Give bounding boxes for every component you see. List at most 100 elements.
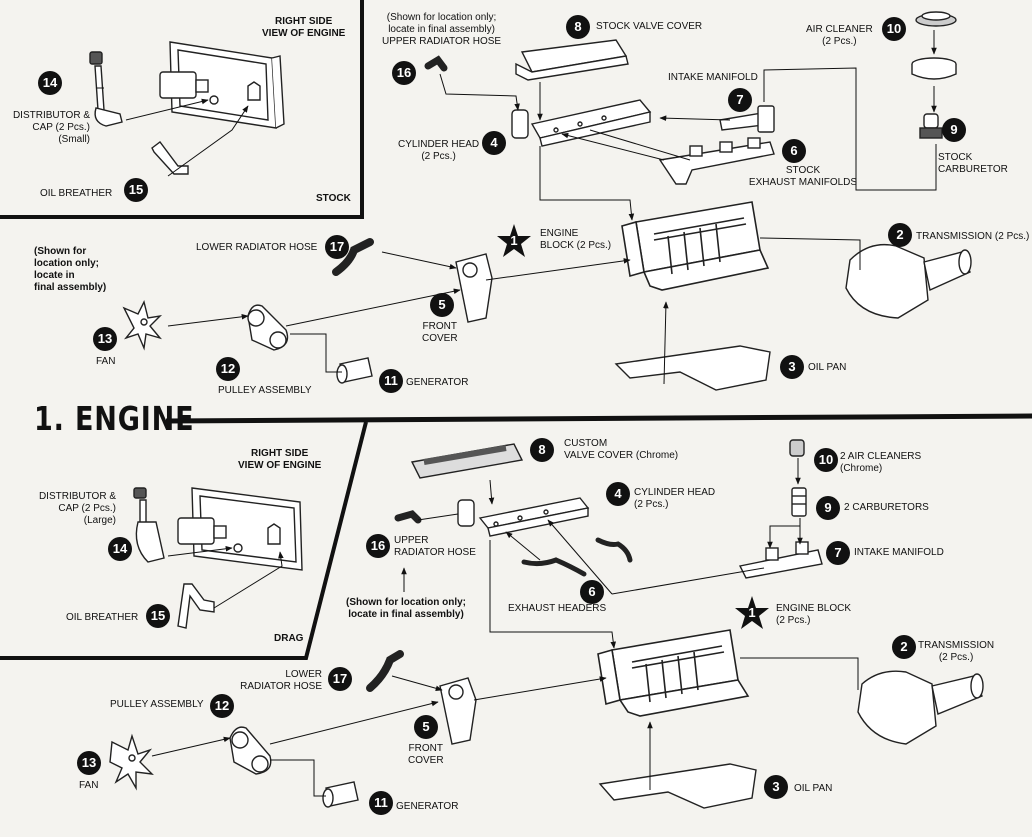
stock-valve-cover-part [515, 39, 629, 81]
stock-oil-pan-part [614, 345, 771, 391]
drag-upper-hose-part [394, 510, 422, 524]
drag-label-pulley: PULLEY ASSEMBLY [110, 699, 204, 710]
stock-inset-frame [0, 0, 364, 219]
stock-label-valve-cover: STOCK VALVE COVER [596, 21, 703, 32]
drag-pulley-part [229, 726, 272, 775]
stock-label-generator: GENERATOR [406, 377, 469, 388]
drag-callout-4: 4 [606, 482, 630, 506]
drag-distributor-part [133, 487, 165, 563]
stock-pulley-part [247, 304, 289, 351]
drag-oil-pan-part [598, 763, 757, 809]
drag-intake-manifold-part [738, 541, 823, 579]
drag-label-intake-manifold: INTAKE MANIFOLD [854, 547, 944, 558]
stock-air-cleaner-part [911, 11, 957, 80]
drag-label-lower-hose: LOWER RADIATOR HOSE [240, 669, 322, 692]
drag-front-cover-part [439, 677, 477, 745]
stock-location-note: (Shown for location only; locate in fina… [34, 246, 107, 293]
stock-lower-hose-part [332, 238, 374, 276]
stock-label-engine-block: ENGINE BLOCK (2 Pcs.) [540, 228, 612, 251]
stock-carburetor-part [919, 113, 943, 139]
stock-callout-1: 1 [510, 233, 518, 248]
drag-engine-block-part [597, 629, 750, 717]
drag-carburetors-part [791, 487, 807, 517]
drag-callout-8: 8 [530, 438, 554, 462]
drag-location-note: (Shown for location only; locate in fina… [346, 597, 466, 620]
drag-leader-lines [151, 458, 859, 797]
stock-label-oil-pan: OIL PAN [808, 362, 847, 373]
stock-oil-breather-part [151, 141, 189, 175]
stock-label-front-cover: FRONT COVER [422, 321, 458, 344]
drag-inset-frame [0, 421, 368, 660]
stock-callout-8: 8 [566, 15, 590, 39]
stock-label-lower-hose: LOWER RADIATOR HOSE [196, 242, 318, 253]
drag-callout-10: 10 [814, 448, 838, 472]
drag-label-upper-hose: UPPER RADIATOR HOSE [394, 535, 476, 558]
drag-fan-part [109, 733, 154, 791]
stock-callout-17: 17 [325, 235, 349, 259]
drag-callout-6: 6 [580, 580, 604, 604]
drag-callout-11: 11 [369, 791, 393, 815]
drag-inset-title: RIGHT SIDE VIEW OF ENGINE [238, 448, 322, 471]
drag-callout-5: 5 [414, 715, 438, 739]
stock-callout-4: 4 [482, 131, 506, 155]
drag-oil-breather-part [177, 583, 215, 629]
drag-inset-engine-illustration [177, 487, 303, 571]
stock-inset-name: STOCK [316, 193, 351, 204]
drag-exhaust-headers-part [521, 537, 633, 577]
stock-callout-16: 16 [392, 61, 416, 85]
drag-lower-hose-part [366, 650, 404, 692]
stock-label-distributor: DISTRIBUTOR & CAP (2 Pcs.) (Small) [12, 110, 90, 145]
stock-generator-part [336, 357, 373, 384]
stock-callout-11: 11 [379, 369, 403, 393]
stock-callout-6: 6 [782, 139, 806, 163]
stock-callout-3: 3 [780, 355, 804, 379]
drag-callout-12: 12 [210, 694, 234, 718]
drag-valve-cover-part [410, 443, 524, 479]
stock-upper-hose-part [424, 55, 448, 72]
stock-label-air-cleaner: AIR CLEANER (2 Pcs.) [806, 24, 873, 47]
drag-engine-block-star [735, 596, 769, 629]
drag-generator-part [322, 781, 359, 808]
drag-air-cleaners-part [789, 439, 805, 457]
section-title: 1. ENGINE [34, 399, 195, 438]
stock-engine-block-star [497, 224, 531, 257]
stock-label-transmission: TRANSMISSION (2 Pcs.) [916, 231, 1030, 242]
stock-leader-lines [96, 30, 937, 385]
drag-callout-14: 14 [108, 537, 132, 561]
drag-inset-name: DRAG [274, 633, 304, 644]
stock-label-cylinder-head: CYLINDER HEAD (2 Pcs.) [398, 139, 480, 162]
stock-engine-block-part [621, 201, 770, 291]
stock-distributor-part [89, 51, 123, 127]
stock-label-pulley: PULLEY ASSEMBLY [218, 385, 312, 396]
drag-label-carburetors: 2 CARBURETORS [844, 502, 929, 513]
drag-label-cylinder-head: CYLINDER HEAD (2 Pcs.) [634, 487, 716, 510]
stock-callout-12: 12 [216, 357, 240, 381]
drag-callout-3: 3 [764, 775, 788, 799]
stock-label-intake-manifold: INTAKE MANIFOLD [668, 72, 758, 83]
stock-callout-13: 13 [93, 327, 117, 351]
drag-cylinder-head-part [457, 497, 590, 537]
stock-label-carburetor: STOCK CARBURETOR [938, 152, 1008, 175]
drag-callout-1: 1 [748, 605, 756, 620]
drag-callout-17: 17 [328, 667, 352, 691]
stock-callout-2: 2 [888, 223, 912, 247]
stock-inset-title: RIGHT SIDE VIEW OF ENGINE [262, 16, 346, 39]
drag-label-transmission: TRANSMISSION (2 Pcs.) [918, 640, 995, 663]
drag-label-oil-pan: OIL PAN [794, 783, 833, 794]
drag-callout-9: 9 [816, 496, 840, 520]
stock-label-exhaust-manifolds: STOCK EXHAUST MANIFOLDS [748, 165, 858, 188]
drag-transmission-part [857, 670, 984, 745]
stock-label-oil-breather: OIL BREATHER [40, 188, 113, 199]
stock-callout-10: 10 [882, 17, 906, 41]
drag-label-valve-cover: CUSTOM VALVE COVER (Chrome) [564, 438, 679, 461]
drag-label-engine-block: ENGINE BLOCK (2 Pcs.) [776, 603, 852, 626]
stock-label-upper-hose: (Shown for location only; locate in fina… [382, 12, 502, 47]
drag-label-front-cover: FRONT COVER [408, 743, 444, 766]
drag-label-exhaust-headers: EXHAUST HEADERS [508, 603, 607, 614]
stock-inset-engine-illustration [159, 41, 285, 129]
title-rule [165, 413, 1032, 424]
stock-callout-7: 7 [728, 88, 752, 112]
stock-transmission-part [845, 243, 972, 319]
drag-callout-2: 2 [892, 635, 916, 659]
stock-label-fan: FAN [96, 356, 116, 367]
